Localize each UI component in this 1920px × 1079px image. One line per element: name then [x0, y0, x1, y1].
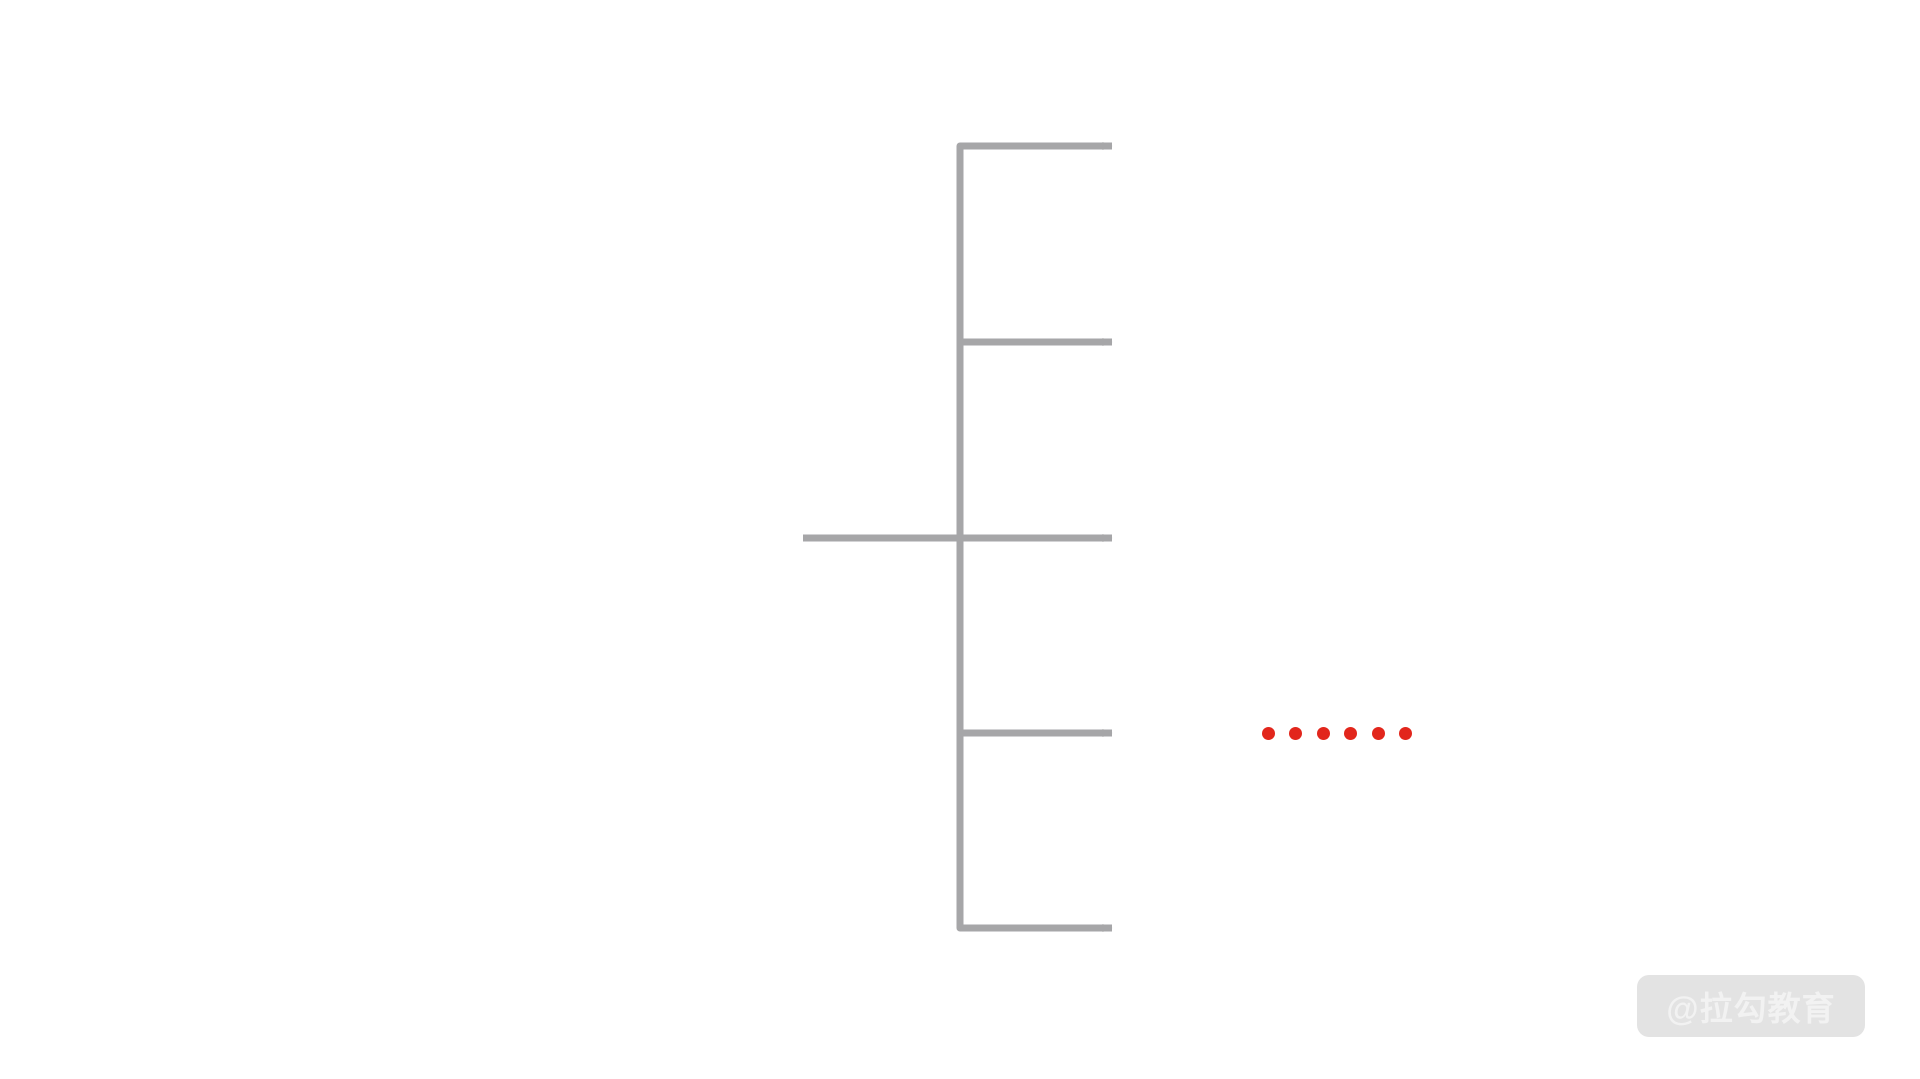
watermark-label: @拉勾教育	[1666, 990, 1836, 1027]
node-image-system-label: 图片系统	[1255, 319, 1440, 369]
node-risk-control-system-label: 风控系统	[1255, 119, 1440, 169]
ellipsis-dot	[1398, 726, 1412, 740]
node-advertising-system[interactable]: 广告系统	[1122, 472, 1573, 609]
ellipsis-dot	[1316, 726, 1330, 740]
node-risk-control-system[interactable]: 风控系统	[1122, 77, 1573, 214]
watermark-badge: @拉勾教育	[1637, 975, 1865, 1037]
node-message-system-label: 消息系统	[1255, 904, 1440, 954]
ellipsis-dot	[1289, 726, 1303, 740]
ellipsis-dot	[1371, 726, 1385, 740]
node-comment-system-label: 评论系统	[483, 514, 668, 563]
ellipsis-indicator	[1262, 716, 1412, 750]
node-advertising-system-label: 广告系统	[1255, 514, 1440, 564]
node-message-system[interactable]: 消息系统	[1122, 862, 1573, 999]
ellipsis-dot	[1262, 726, 1275, 740]
ellipsis-dot	[1344, 726, 1358, 740]
node-image-system[interactable]: 图片系统	[1122, 277, 1573, 414]
node-comment-system[interactable]: 评论系统	[348, 472, 803, 608]
